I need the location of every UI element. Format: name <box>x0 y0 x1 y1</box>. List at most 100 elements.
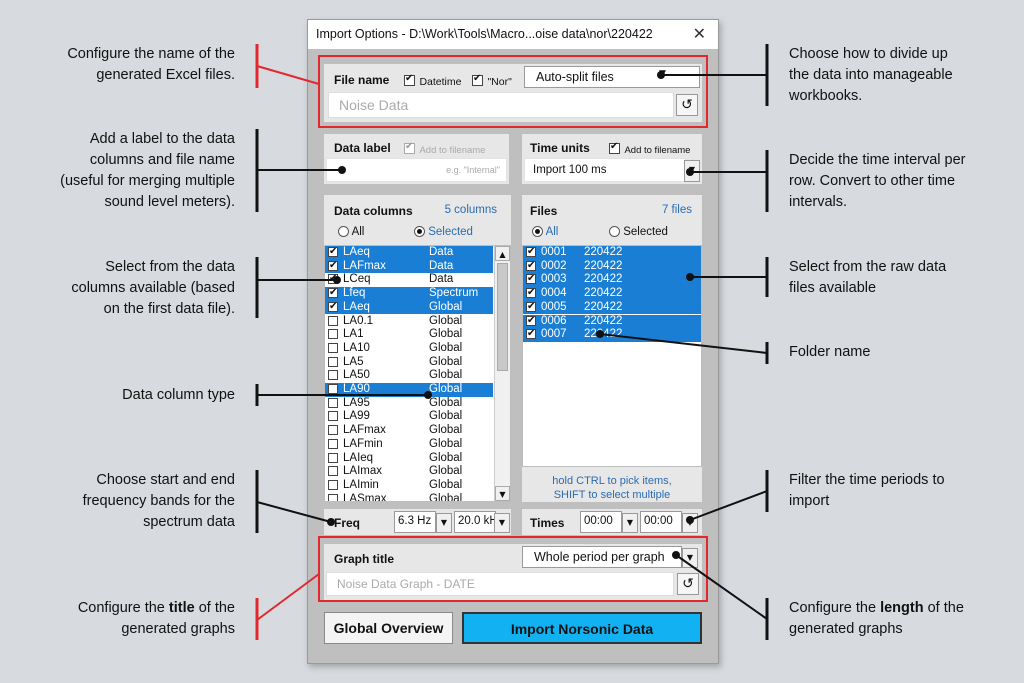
timeunits-select[interactable]: Import 100 ms <box>524 158 686 182</box>
freq-end-select[interactable]: 20.0 kHz <box>454 511 496 533</box>
radio-on-icon[interactable] <box>414 226 425 238</box>
row-checkbox[interactable] <box>328 300 338 313</box>
datacolumns-selected-radio[interactable]: Selected <box>414 226 473 238</box>
filename-input[interactable]: Noise Data <box>328 92 674 118</box>
scroll-thumb[interactable] <box>497 263 508 371</box>
row-checkbox[interactable] <box>328 397 338 408</box>
scroll-down-icon[interactable]: ▼ <box>495 486 510 501</box>
radio-off-icon[interactable] <box>609 226 620 238</box>
split-caret-icon[interactable]: ▼ <box>659 69 666 79</box>
row-checkbox[interactable] <box>328 411 338 422</box>
column-type: Global <box>429 478 463 491</box>
callout-filename: Configure the name of the generated Exce… <box>67 46 235 83</box>
datetime-check-icon[interactable] <box>404 73 415 87</box>
radio-on-icon[interactable] <box>532 226 543 238</box>
times-end-select[interactable]: 00:00 <box>640 511 682 533</box>
close-icon[interactable]: ✕ <box>692 26 706 43</box>
freq-start-select[interactable]: 6.3 Hz <box>394 511 436 533</box>
times-start-dropdown[interactable] <box>622 513 638 533</box>
timeunits-add-checkbox[interactable]: Add to filename <box>609 140 690 158</box>
files-list[interactable]: 0001220422000222042200032204220004220422… <box>522 245 702 467</box>
row-checkbox[interactable] <box>328 259 338 272</box>
row-checkbox[interactable] <box>328 246 338 259</box>
scroll-up-icon[interactable]: ▲ <box>495 246 510 261</box>
split-select[interactable]: Auto-split files <box>524 66 700 88</box>
nor-check-icon[interactable] <box>472 73 483 87</box>
row-checkbox[interactable] <box>328 342 338 353</box>
graph-period-dropdown[interactable] <box>682 548 698 568</box>
datalabel-add-checkbox[interactable]: Add to filename <box>404 140 485 158</box>
times-end-dropdown[interactable] <box>682 513 698 533</box>
row-checkbox[interactable] <box>526 246 536 259</box>
row-checkbox[interactable] <box>526 272 536 286</box>
row-checkbox[interactable] <box>328 272 338 286</box>
row-checkbox[interactable] <box>328 315 338 326</box>
freq-start-dropdown[interactable] <box>436 513 452 533</box>
row-checkbox[interactable] <box>526 300 536 313</box>
files-all-radio[interactable]: All <box>532 226 558 238</box>
row-checkbox[interactable] <box>328 479 338 490</box>
graph-title-input[interactable]: Noise Data Graph - DATE <box>326 572 674 596</box>
row-checkbox[interactable] <box>526 259 536 272</box>
row-checkbox[interactable] <box>328 356 338 367</box>
row-checkbox[interactable] <box>328 329 338 340</box>
datalabel-input[interactable]: e.g. "Internal" <box>326 158 507 182</box>
column-type: Global <box>429 410 463 423</box>
datacolumns-list[interactable]: LAeqDataLAFmaxDataLCeqDataLfeqSpectrumLA… <box>324 245 511 502</box>
row-checkbox[interactable] <box>526 327 536 341</box>
row-checkbox[interactable] <box>328 370 338 381</box>
graph-period-select[interactable]: Whole period per graph <box>522 546 682 568</box>
nor-checkbox[interactable]: "Nor" <box>472 72 512 90</box>
files-selected-radio[interactable]: Selected <box>609 226 668 238</box>
global-overview-button[interactable]: Global Overview <box>324 612 453 644</box>
row-checkbox[interactable] <box>328 466 338 477</box>
timeunits-dropdown-button[interactable] <box>684 160 700 182</box>
row-checkbox[interactable] <box>328 493 338 501</box>
timeunits-check-icon[interactable] <box>609 141 620 155</box>
radio-off-icon[interactable] <box>338 226 349 238</box>
datalabel-check-icon[interactable] <box>404 141 415 155</box>
freq-end-dropdown[interactable] <box>494 513 510 533</box>
row-checkbox[interactable] <box>526 314 536 327</box>
times-start-select[interactable]: 00:00 <box>580 511 622 533</box>
row-checkbox[interactable] <box>526 286 536 300</box>
row-checkbox[interactable] <box>328 425 338 436</box>
datacolumns-scrollbar[interactable]: ▲ ▼ <box>494 246 510 501</box>
row-checkbox[interactable] <box>328 384 338 394</box>
row-checkbox[interactable] <box>328 452 338 463</box>
import-button[interactable]: Import Norsonic Data <box>462 612 702 644</box>
row-checkbox[interactable] <box>328 438 338 449</box>
row-checkbox[interactable] <box>328 286 338 300</box>
datacolumns-all-radio[interactable]: All <box>338 226 364 238</box>
datetime-checkbox[interactable]: Datetime <box>404 72 461 90</box>
graph-title-reset-button[interactable]: ↺ <box>677 573 699 595</box>
filename-reset-button[interactable]: ↺ <box>676 94 698 116</box>
file-id: 0003 <box>541 273 567 286</box>
